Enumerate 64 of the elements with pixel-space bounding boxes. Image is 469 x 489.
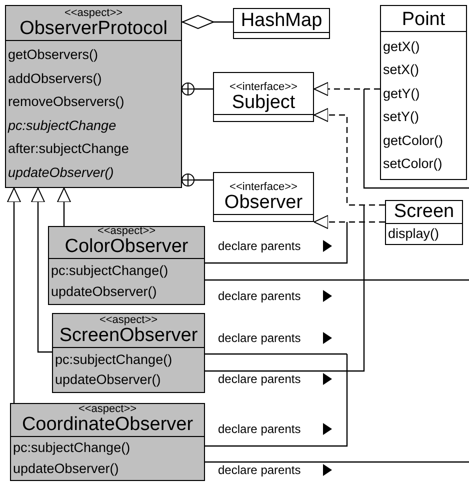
class-name: CoordinateObserver	[22, 415, 194, 435]
method-label: updateObserver()	[8, 164, 114, 180]
class-box	[52, 313, 205, 393]
method-label: setColor()	[383, 156, 442, 172]
stereotype-note: declare parents	[218, 240, 301, 252]
method-label: setY()	[383, 109, 420, 124]
method-label: addObservers()	[8, 70, 102, 86]
method-label: display()	[388, 226, 440, 241]
method-label: getColor()	[383, 132, 444, 148]
stereotype-label: <<interface>>	[230, 182, 298, 194]
generalization-arrow	[314, 82, 380, 96]
connector-line	[205, 461, 469, 463]
class-name: ScreenObserver	[59, 326, 198, 346]
connector-line	[205, 354, 348, 447]
class-name: Point	[402, 10, 446, 30]
stereotype-label: <<aspect>>	[99, 314, 158, 326]
class-box	[233, 8, 330, 39]
class-box	[380, 5, 467, 180]
method-label: getObservers()	[8, 47, 98, 62]
generalization-arrow	[314, 215, 385, 229]
class-box	[385, 200, 463, 245]
method-label: after:subjectChange	[8, 141, 129, 156]
method-label: updateObserver()	[13, 460, 119, 476]
method-label: pc:subjectChange()	[55, 352, 172, 367]
stereotype-label: <<aspect>>	[64, 8, 123, 20]
stereotype-note: declare parents	[218, 290, 301, 302]
connector-line	[205, 205, 365, 372]
generalization-arrow	[31, 188, 52, 353]
association-line	[182, 82, 213, 96]
method-label: updateObserver()	[51, 284, 157, 299]
method-label: pc:subjectChange()	[51, 263, 168, 278]
generalization-arrow	[314, 108, 385, 206]
stereotype-label: <<aspect>>	[78, 404, 137, 416]
stereotype-note: declare parents	[218, 464, 301, 476]
connector-line	[205, 279, 469, 281]
class-name: ObserverProtocol	[20, 19, 168, 39]
class-box	[10, 403, 205, 481]
stereotype-note: declare parents	[218, 373, 301, 385]
connector-line	[205, 222, 348, 264]
stereotype-label: <<interface>>	[230, 82, 298, 94]
class-box	[213, 72, 314, 122]
generalization-arrow	[57, 188, 71, 226]
class-box	[48, 226, 205, 305]
connector-line	[205, 353, 347, 355]
stereotype-note: declare parents	[218, 332, 301, 344]
class-name: ColorObserver	[64, 237, 188, 257]
method-label: pc:subjectChange	[8, 118, 116, 133]
association-line	[182, 15, 233, 29]
association-line	[182, 174, 213, 186]
class-name: Screen	[394, 202, 454, 222]
class-box	[213, 172, 314, 222]
generalization-arrow	[7, 188, 21, 403]
class-name: Observer	[224, 193, 303, 213]
stereotype-label: <<aspect>>	[97, 226, 156, 238]
class-name: HashMap	[240, 11, 322, 31]
method-label: removeObservers()	[8, 94, 124, 110]
method-label: pc:subjectChange()	[13, 440, 130, 456]
class-box	[5, 5, 182, 188]
method-label: setX()	[383, 62, 420, 78]
method-label: updateObserver()	[55, 372, 161, 388]
class-name: Subject	[232, 93, 296, 113]
method-label: getX()	[383, 38, 420, 54]
method-label: getY()	[383, 86, 420, 101]
stereotype-note: declare parents	[218, 423, 301, 435]
